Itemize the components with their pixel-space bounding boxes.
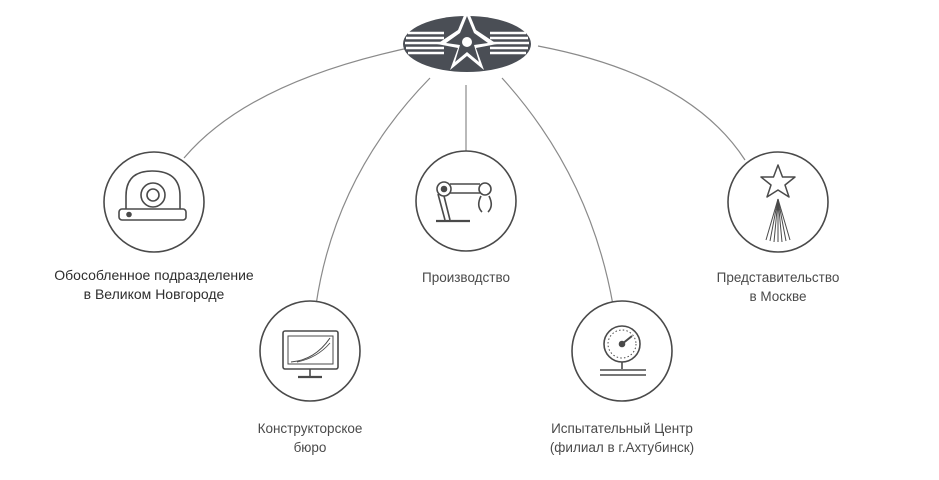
label-design-line1: Конструкторское [257, 421, 363, 436]
robot-arm-icon [436, 181, 493, 223]
connector-novgorod [183, 45, 419, 159]
label-test-line2: (филиал в г.Ахтубинск) [549, 440, 695, 455]
label-moscow-line2: в Москве [749, 289, 807, 304]
label-moscow: Представительство в Москве [693, 268, 863, 306]
node-circle-design[interactable] [259, 300, 361, 402]
connector-design [315, 77, 431, 306]
label-test-line1: Испытательный Центр [551, 421, 693, 436]
node-circle-production[interactable] [415, 150, 517, 252]
label-production: Производство [386, 268, 546, 287]
connectors [183, 45, 746, 306]
node-circle-novgorod[interactable] [103, 151, 205, 253]
node-circle-test[interactable] [571, 300, 673, 402]
label-production-line1: Производство [421, 270, 511, 285]
label-novgorod: Обособленное подразделение в Великом Нов… [44, 266, 264, 304]
label-design-line2: бюро [293, 440, 327, 455]
label-moscow-line1: Представительство [716, 270, 840, 285]
label-novgorod-line2: в Великом Новгороде [83, 286, 225, 302]
camera-icon [118, 170, 187, 221]
connector-test [501, 77, 614, 306]
label-test: Испытательный Центр (филиал в г.Ахтубинс… [522, 419, 722, 457]
connector-moscow [537, 45, 746, 161]
star-tower-icon [760, 164, 796, 243]
monitor-chart-icon [282, 330, 339, 379]
label-design: Конструкторское бюро [230, 419, 390, 457]
label-novgorod-line1: Обособленное подразделение [54, 267, 254, 283]
company-logo [403, 8, 531, 72]
pressure-gauge-icon [600, 325, 646, 376]
